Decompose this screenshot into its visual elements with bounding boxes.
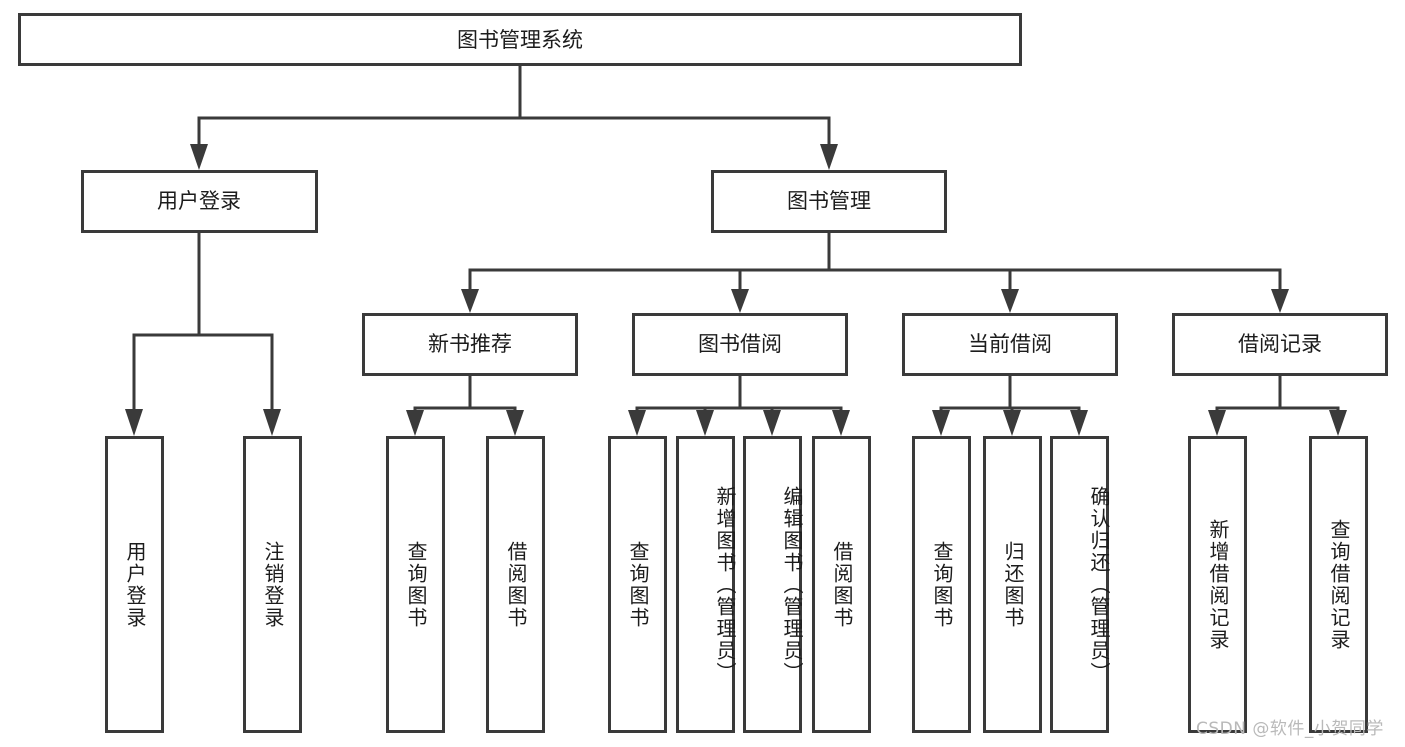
- book-management-label: 图书管理: [787, 189, 871, 213]
- arrowhead-bb-leaf-3: [763, 410, 781, 436]
- leaf-box-add-borrow-record[interactable]: [1188, 436, 1247, 733]
- arrowhead-leaf-user-login: [125, 409, 143, 436]
- root-label: 图书管理系统: [457, 28, 583, 52]
- arrowhead-br-leaf-2: [1329, 410, 1347, 436]
- arrowhead-current-borrow: [1001, 289, 1019, 313]
- leaf-box-confirm-return-admin[interactable]: [1050, 436, 1109, 733]
- root-box: [18, 13, 1022, 66]
- leaf-box-borrow-book-bb[interactable]: [812, 436, 871, 733]
- arrowhead-bb-leaf-1: [628, 410, 646, 436]
- arrowhead-cb-leaf-1: [932, 410, 950, 436]
- arrowhead-new-book-rec: [461, 289, 479, 313]
- leaf-box-add-book-admin[interactable]: [676, 436, 735, 733]
- arrowhead-cb-leaf-3: [1070, 410, 1088, 436]
- arrowhead-nbr-leaf-2: [506, 410, 524, 436]
- arrowhead-leaf-logout: [263, 409, 281, 436]
- current-borrow-label: 当前借阅: [968, 332, 1052, 356]
- arrowhead-user-login: [190, 144, 208, 170]
- arrowhead-nbr-leaf-1: [406, 410, 424, 436]
- node-borrow-records[interactable]: 借阅记录: [1172, 313, 1388, 376]
- connector-book-borrow-children: [628, 374, 850, 436]
- borrow-records-box: [1172, 313, 1388, 376]
- node-new-book-recommend[interactable]: 新书推荐: [362, 313, 578, 376]
- connector-user-login-children: [125, 231, 281, 436]
- arrowhead-book-borrow: [731, 289, 749, 313]
- leaf-box-borrow-book-nbr[interactable]: [486, 436, 545, 733]
- new-book-recommend-box: [362, 313, 578, 376]
- arrowhead-bb-leaf-2: [696, 410, 714, 436]
- leaf-box-user-login[interactable]: [105, 436, 164, 733]
- node-book-borrow[interactable]: 图书借阅: [632, 313, 848, 376]
- leaf-box-query-book-nbr[interactable]: [386, 436, 445, 733]
- csdn-watermark: CSDN @软件_小贺同学: [1196, 719, 1384, 739]
- leaf-boxes-group: [105, 436, 1368, 733]
- user-login-label: 用户登录: [157, 189, 241, 213]
- leaf-box-logout[interactable]: [243, 436, 302, 733]
- arrowhead-book-mgmt: [820, 144, 838, 170]
- node-book-management[interactable]: 图书管理: [711, 170, 947, 233]
- book-borrow-label: 图书借阅: [698, 332, 782, 356]
- connector-root-to-level2: [190, 64, 838, 170]
- book-management-box: [711, 170, 947, 233]
- connector-book-mgmt-to-level3: [461, 231, 1289, 313]
- leaf-box-query-book-bb[interactable]: [608, 436, 667, 733]
- arrowhead-borrow-records: [1271, 289, 1289, 313]
- leaf-box-return-book[interactable]: [983, 436, 1042, 733]
- arrowhead-br-leaf-1: [1208, 410, 1226, 436]
- connector-borrow-records-children: [1208, 374, 1347, 436]
- arrowhead-cb-leaf-2: [1003, 410, 1021, 436]
- borrow-records-label: 借阅记录: [1238, 332, 1322, 356]
- book-borrow-box: [632, 313, 848, 376]
- arrowhead-bb-leaf-4: [832, 410, 850, 436]
- current-borrow-box: [902, 313, 1118, 376]
- node-user-login[interactable]: 用户登录: [81, 170, 318, 233]
- connector-new-book-recommend-children: [406, 374, 524, 436]
- new-book-recommend-label: 新书推荐: [428, 332, 512, 356]
- node-root[interactable]: 图书管理系统: [18, 13, 1022, 66]
- leaf-box-query-book-cb[interactable]: [912, 436, 971, 733]
- node-current-borrow[interactable]: 当前借阅: [902, 313, 1118, 376]
- leaf-box-query-borrow-record[interactable]: [1309, 436, 1368, 733]
- connector-current-borrow-children: [932, 374, 1088, 436]
- leaf-box-edit-book-admin[interactable]: [743, 436, 802, 733]
